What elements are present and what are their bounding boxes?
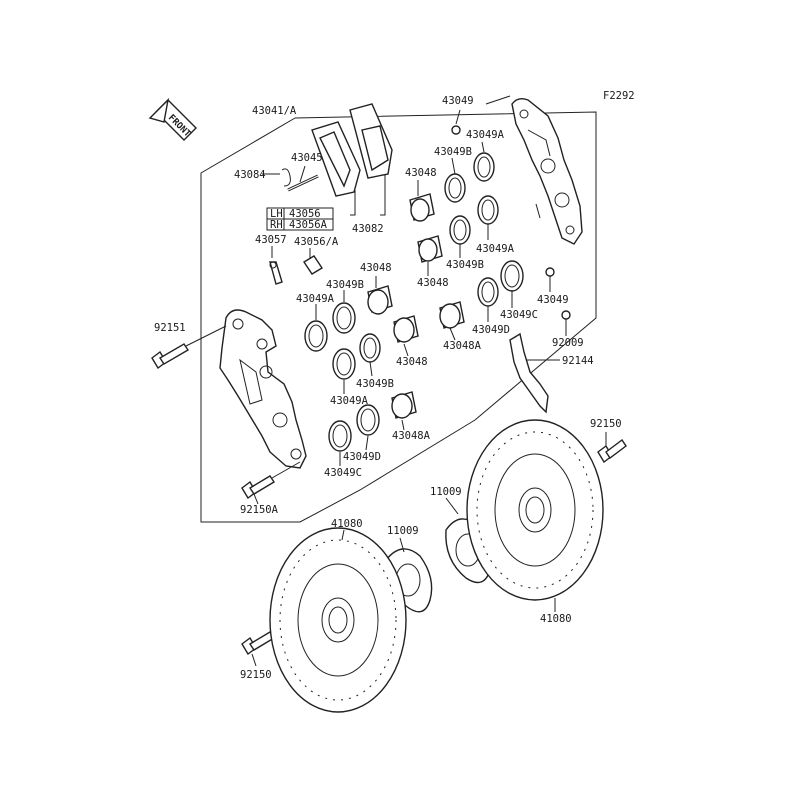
- bolt-92151-leader: [185, 325, 227, 347]
- label-92150-right: 92150: [590, 418, 622, 430]
- bolt-92150-right: [597, 438, 627, 464]
- rh-tag: RH: [270, 219, 283, 231]
- label-43057: 43057: [255, 234, 287, 246]
- bleeder-cap: [303, 255, 323, 275]
- label-92150-left: 92150: [240, 669, 272, 681]
- caliper-assembly-frame-right: [294, 111, 597, 421]
- left-caliper-body: [219, 309, 307, 469]
- label-41080-right: 41080: [540, 613, 572, 625]
- label-43049C-2: 43049C: [324, 467, 362, 479]
- label-43049A-4: 43049A: [330, 395, 369, 407]
- label-43048-2: 43048: [417, 277, 449, 289]
- lh-rh-part-table: LH 43056 RH 43056A: [266, 207, 334, 231]
- lh-part: 43056: [289, 208, 321, 220]
- label-43049-right: 43049: [537, 294, 569, 306]
- label-43049B-3: 43049B: [326, 279, 364, 291]
- label-43049A-1: 43049A: [466, 129, 505, 141]
- left-side-pistons: [367, 285, 419, 419]
- bolt-92150A: [241, 475, 275, 500]
- label-43049B-2: 43049B: [446, 259, 484, 271]
- label-43049B-4: 43049B: [356, 378, 394, 390]
- label-92009: 92009: [552, 337, 584, 349]
- label-43049-top: 43049: [442, 95, 474, 107]
- label-41080-left: 41080: [331, 518, 363, 530]
- label-43049D-1: 43049D: [472, 324, 510, 336]
- diagram-code: F2292: [603, 90, 635, 102]
- right-caliper-body: [511, 97, 583, 245]
- label-11009-left: 11009: [387, 525, 419, 537]
- label-43049D-2: 43049D: [343, 451, 381, 463]
- lh-tag: LH: [270, 208, 283, 220]
- bolt-92150A-leader: [271, 461, 301, 479]
- pin-leader: [299, 165, 306, 183]
- bolt-92151: [151, 343, 189, 370]
- label-43056A: 43056/A: [294, 236, 339, 248]
- label-43049A-2: 43049A: [476, 243, 515, 255]
- right-side-pistons: [409, 193, 465, 329]
- label-43048-3: 43048: [360, 262, 392, 274]
- label-92151: 92151: [154, 322, 186, 334]
- label-43084: 43084: [234, 169, 266, 181]
- pad-pin: [281, 168, 319, 192]
- front-arrow: FRONT: [148, 97, 197, 141]
- pads-leader-2: [380, 175, 386, 216]
- label-43048A-1: 43048A: [443, 340, 482, 352]
- brake-pads: [311, 103, 393, 197]
- left-side-seals: [304, 302, 381, 452]
- caliper-assembly-frame: [200, 117, 476, 523]
- label-43048-4: 43048: [396, 356, 428, 368]
- label-43048A-2: 43048A: [392, 430, 431, 442]
- label-43045: 43045: [291, 152, 323, 164]
- bleeder-valve: [269, 261, 283, 285]
- label-43041A: 43041/A: [252, 105, 297, 117]
- label-43049C-1: 43049C: [500, 309, 538, 321]
- label-43048-1: 43048: [405, 167, 437, 179]
- label-92150A: 92150A: [240, 504, 279, 516]
- brake-disc-right: [466, 419, 604, 601]
- label-43049B-1: 43049B: [434, 146, 472, 158]
- label-43082: 43082: [352, 223, 384, 235]
- label-11009-right: 11009: [430, 486, 462, 498]
- pads-leader: [350, 190, 356, 216]
- leader-lines: [251, 95, 607, 667]
- bolt-92150-left: [241, 631, 275, 656]
- label-92144: 92144: [562, 355, 594, 367]
- bracket: [509, 332, 549, 414]
- rh-part: 43056A: [289, 219, 328, 231]
- label-43049A-3: 43049A: [296, 293, 335, 305]
- brake-disc-left: [269, 527, 407, 713]
